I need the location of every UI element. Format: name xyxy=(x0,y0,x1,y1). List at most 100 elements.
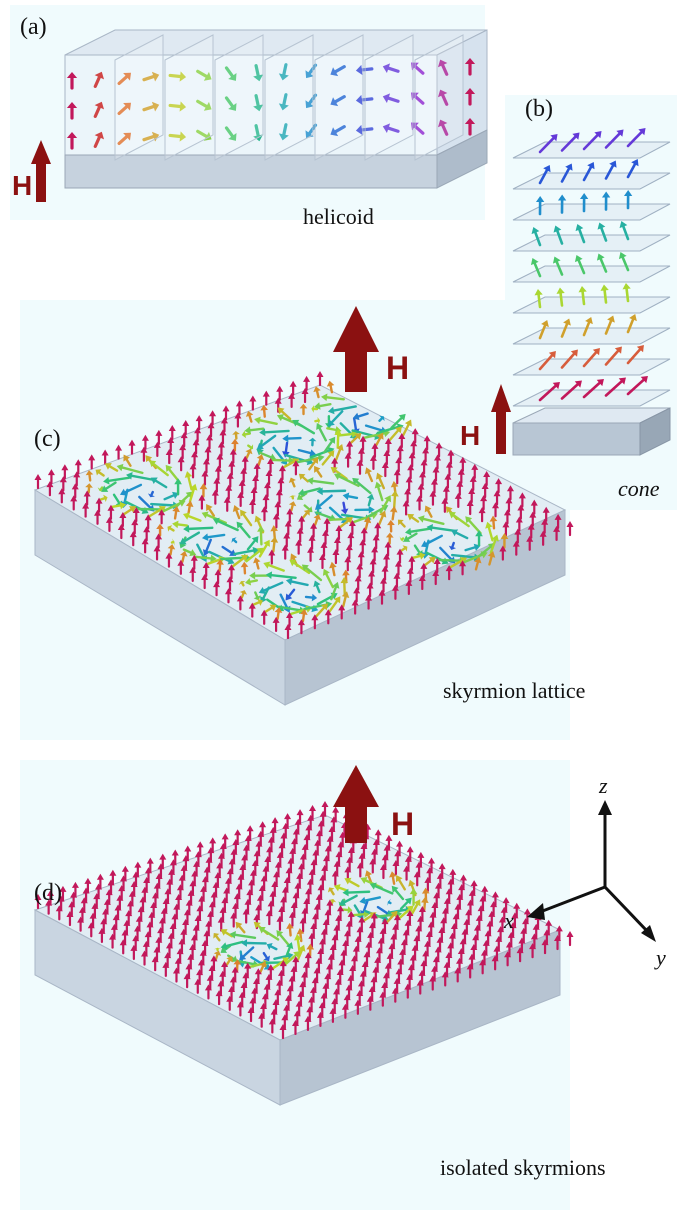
helicoid-plane xyxy=(214,34,264,161)
up-spin-head xyxy=(121,865,129,872)
up-spin-head xyxy=(483,471,491,477)
skyrmion-spin xyxy=(330,410,344,424)
cone-arrow xyxy=(604,380,623,397)
up-spin-head xyxy=(299,853,307,860)
skyrmion-spin-head xyxy=(201,511,209,519)
up-spin-head xyxy=(237,873,245,880)
up-spin-head xyxy=(311,977,319,984)
cone-arrow xyxy=(626,348,642,365)
up-spin-head xyxy=(530,933,538,940)
up-spin-head xyxy=(185,963,193,970)
skyrmion-spin-head xyxy=(288,501,297,507)
up-spin-head xyxy=(219,906,227,913)
skyrmion-spin xyxy=(282,460,296,469)
up-spin-head xyxy=(310,923,318,929)
up-spin-head xyxy=(336,969,344,976)
up-spin-head xyxy=(226,995,234,1002)
up-spin-head xyxy=(249,997,257,1004)
skyrmion-spin-head xyxy=(263,539,270,547)
up-spin-head xyxy=(155,429,163,436)
up-spin-head xyxy=(352,945,360,952)
up-spin-head xyxy=(228,460,236,467)
up-spin-head xyxy=(509,922,517,929)
up-spin-head xyxy=(316,1011,324,1018)
skyrmion-spin xyxy=(272,446,285,462)
up-spin-head xyxy=(447,942,455,949)
up-spin-head xyxy=(255,840,263,847)
skyrmion-spin xyxy=(362,914,373,923)
up-spin-head xyxy=(372,966,380,973)
up-spin-head xyxy=(83,490,91,497)
skyrmion-spin xyxy=(234,933,257,940)
cone-arrow-head xyxy=(552,256,561,264)
cone-arrow-head xyxy=(597,222,606,230)
up-spin-head xyxy=(415,861,423,868)
up-spin-head xyxy=(197,959,205,966)
skyrmion-spin-head xyxy=(263,955,270,962)
skyrmion-spin xyxy=(249,427,265,432)
up-spin-head xyxy=(320,541,328,548)
up-spin-head xyxy=(440,917,448,924)
up-spin-head xyxy=(261,993,269,1000)
helicoid-plane xyxy=(314,34,364,161)
skyrmion-spin xyxy=(455,531,469,540)
up-spin-head xyxy=(288,392,296,399)
skyrmion-spin-head xyxy=(360,877,368,884)
up-spin-head xyxy=(432,956,440,963)
skyrmion-spin xyxy=(111,504,122,508)
cone-arrow-head xyxy=(575,224,584,232)
helicoid-arrow xyxy=(282,93,288,107)
skyrmion-spin xyxy=(290,580,309,587)
skyrmion-spin xyxy=(219,556,246,561)
up-spin-head xyxy=(298,515,306,522)
cone-arrow-head xyxy=(636,345,644,353)
cone-arrow xyxy=(560,167,571,183)
skyrmion-spin-head xyxy=(352,412,360,421)
up-spin-head xyxy=(322,529,330,536)
skyrmion-spin-head xyxy=(379,510,387,518)
up-spin-head xyxy=(338,604,346,611)
skyrmion-spin xyxy=(221,545,233,554)
up-spin-head xyxy=(554,513,562,520)
up-spin-head xyxy=(184,845,192,852)
skyrmion-spin-head xyxy=(327,447,335,455)
skyrmion-spin-head xyxy=(172,520,179,529)
up-spin-head xyxy=(405,579,413,586)
up-spin-head xyxy=(436,936,444,943)
up-spin-head xyxy=(438,927,446,933)
skyrmion-spin-head xyxy=(421,887,430,894)
skyrmion-spin-head xyxy=(213,948,222,950)
lattice-spin-field xyxy=(34,371,574,640)
up-spin-head xyxy=(218,852,226,859)
up-spin-head xyxy=(214,569,222,576)
helicoid-arrow-head xyxy=(66,72,78,78)
skyrmion-spin xyxy=(355,480,372,495)
skyrmion-spin-head xyxy=(334,429,343,436)
cone-layer xyxy=(512,203,671,221)
up-spin-head xyxy=(239,864,247,871)
up-spin-head xyxy=(424,876,432,883)
up-spin-head xyxy=(369,454,377,461)
cone-arrow-head xyxy=(578,286,587,293)
up-spin-head xyxy=(502,521,510,528)
up-spin-head xyxy=(454,492,462,499)
up-spin-head xyxy=(319,938,327,945)
skyrmion-spin-head xyxy=(213,950,222,956)
skyrmion-spin xyxy=(183,531,201,543)
up-spin-head xyxy=(469,475,477,482)
panel-label-b: (b) xyxy=(525,96,553,122)
skyrmion-spin-head xyxy=(179,537,187,545)
skyrmion-spin xyxy=(187,505,191,515)
skyrmion-spin-head xyxy=(374,481,382,489)
skyrmion-spin xyxy=(233,549,255,556)
skyrmion-spin xyxy=(318,494,333,508)
cone-arrow-head xyxy=(543,165,551,173)
skyrmion-spin-head xyxy=(220,946,228,953)
up-spin-head xyxy=(408,555,416,562)
skyrmion-spin-head xyxy=(347,906,353,914)
skyrmion-spin-head xyxy=(126,472,133,480)
up-spin-head xyxy=(413,871,421,878)
up-spin-head xyxy=(228,986,236,993)
up-spin-head xyxy=(233,893,241,900)
up-spin-head xyxy=(517,504,525,511)
